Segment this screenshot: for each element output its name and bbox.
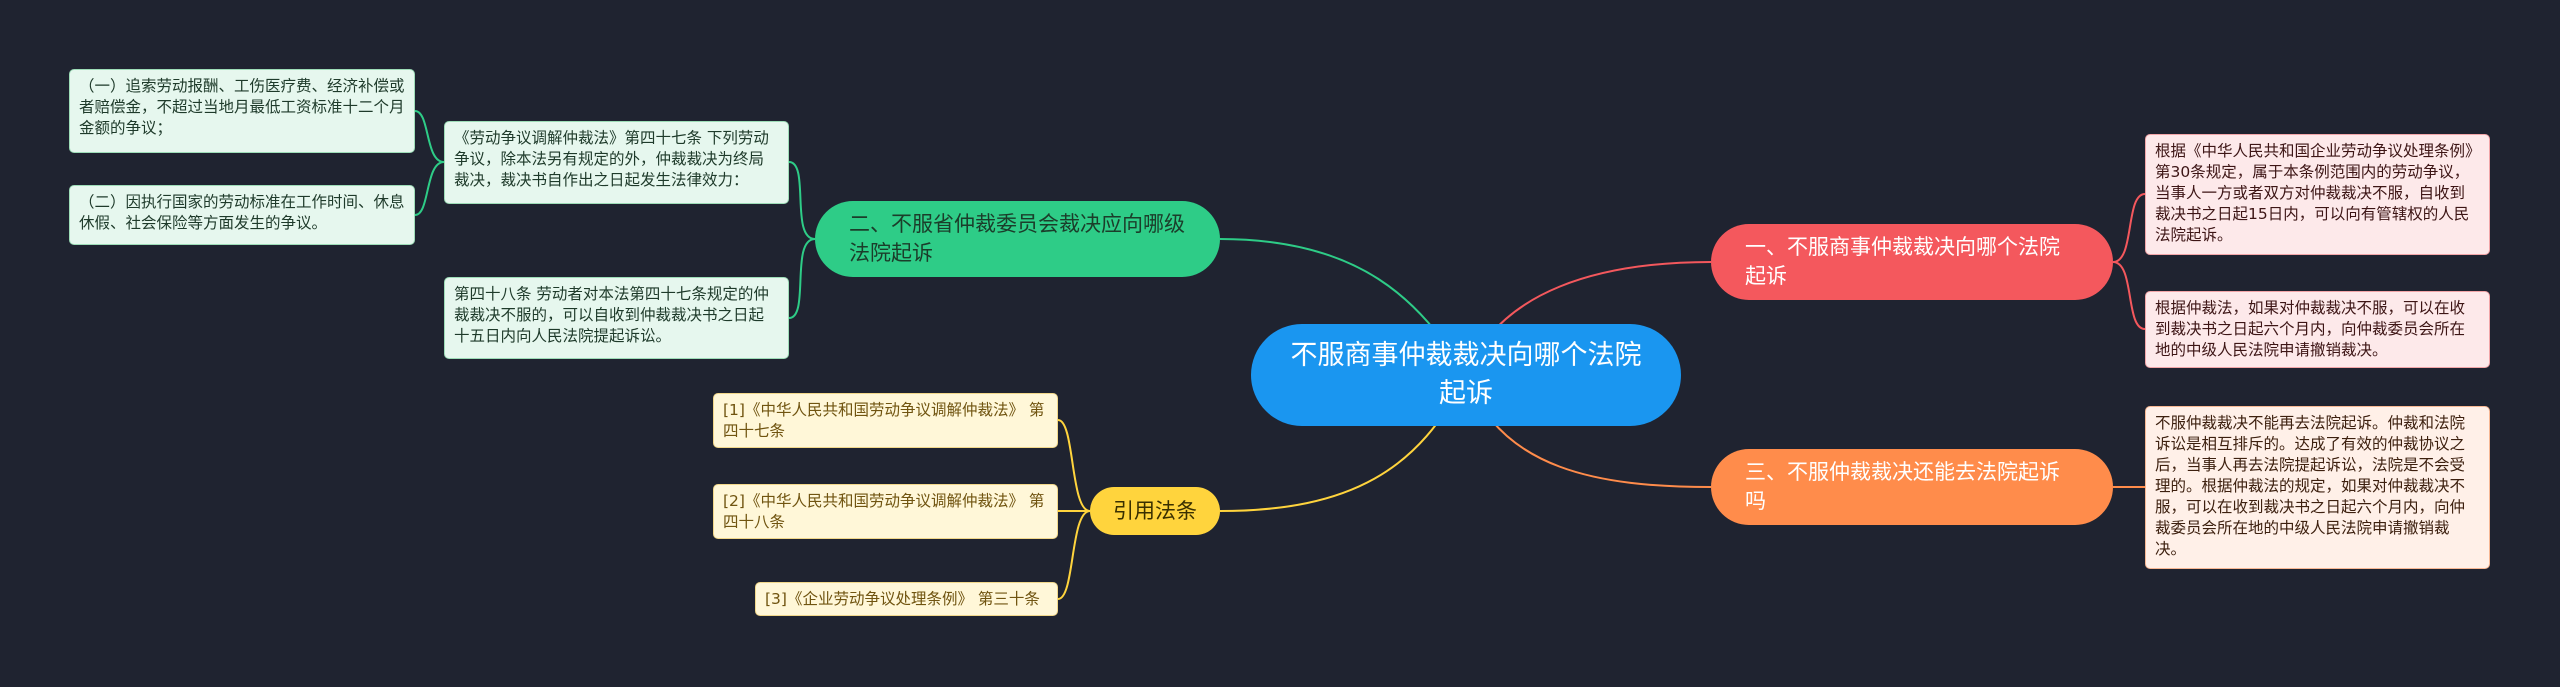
- link-red-r1: [2112, 193, 2146, 263]
- leaf-yellow-2[interactable]: [2]《中华人民共和国劳动争议调解仲裁法》 第四十八条: [713, 484, 1058, 539]
- leaf-yellow-1[interactable]: [1]《中华人民共和国劳动争议调解仲裁法》 第四十七条: [713, 393, 1058, 448]
- link-green-g4: [788, 238, 816, 319]
- leaf-yellow-3[interactable]: [3]《企业劳动争议处理条例》 第三十条: [755, 582, 1058, 616]
- link-yellow-y1: [1057, 419, 1091, 512]
- link-green-g3: [788, 161, 816, 240]
- branch-orange-topic[interactable]: 三、不服仲裁裁决还能去法院起诉吗: [1711, 449, 2113, 525]
- branch-green-topic[interactable]: 二、不服省仲裁委员会裁决应向哪级法院起诉: [815, 201, 1220, 277]
- leaf-red-2[interactable]: 根据仲裁法，如果对仲裁裁决不服，可以在收到裁决书之日起六个月内，向仲裁委员会所在…: [2145, 291, 2490, 368]
- branch-yellow-label: 引用法条: [1113, 498, 1197, 523]
- leaf-red-1[interactable]: 根据《中华人民共和国企业劳动争议处理条例》第30条规定，属于本条例范围内的劳动争…: [2145, 134, 2490, 255]
- root-topic[interactable]: 不服商事仲裁裁决向哪个法院起诉: [1251, 324, 1681, 426]
- leaf-green-2[interactable]: 第四十八条 劳动者对本法第四十七条规定的仲裁裁决不服的，可以自收到仲裁裁决书之日…: [444, 277, 789, 359]
- branch-green-label: 二、不服省仲裁委员会裁决应向哪级法院起诉: [849, 212, 1185, 265]
- branch-red-label: 一、不服商事仲裁裁决向哪个法院起诉: [1745, 235, 2060, 288]
- leaf-green-sub-2[interactable]: （二）因执行国家的劳动标准在工作时间、休息休假、社会保险等方面发生的争议。: [69, 185, 415, 245]
- link-yellow-y3: [1057, 510, 1091, 600]
- root-topic-label: 不服商事仲裁裁决向哪个法院起诉: [1290, 340, 1642, 409]
- link-red-r2: [2112, 261, 2146, 330]
- branch-yellow-topic[interactable]: 引用法条: [1090, 487, 1220, 535]
- link-g3-g1: [414, 110, 445, 163]
- branch-orange-label: 三、不服仲裁裁决还能去法院起诉吗: [1745, 460, 2060, 513]
- link-g3-g2: [414, 161, 445, 216]
- leaf-green-1[interactable]: 《劳动争议调解仲裁法》第四十七条 下列劳动争议，除本法另有规定的外，仲裁裁决为终…: [444, 121, 789, 204]
- branch-red-topic[interactable]: 一、不服商事仲裁裁决向哪个法院起诉: [1711, 224, 2113, 300]
- leaf-green-sub-1[interactable]: （一）追索劳动报酬、工伤医疗费、经济补偿或者赔偿金，不超过当地月最低工资标准十二…: [69, 69, 415, 153]
- leaf-orange-1[interactable]: 不服仲裁裁决不能再去法院起诉。仲裁和法院诉讼是相互排斥的。达成了有效的仲裁协议之…: [2145, 406, 2490, 569]
